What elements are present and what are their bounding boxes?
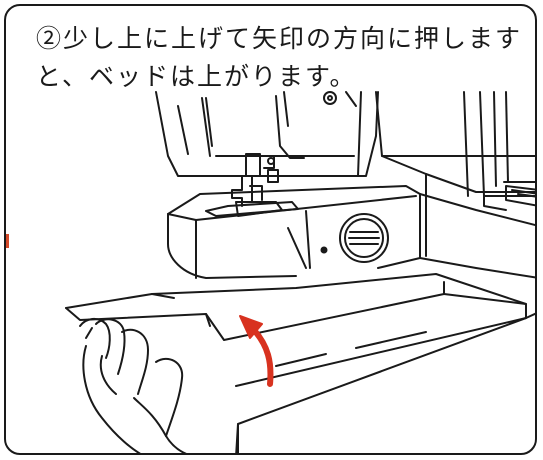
- machine-body: [375, 91, 535, 279]
- machine-head: [155, 91, 379, 177]
- free-arm-bed: [167, 185, 421, 279]
- margin-mark: [6, 234, 9, 248]
- caption-line-1: ②少し上に上げて矢印の方向に押します: [36, 24, 523, 53]
- hand: [79, 318, 187, 453]
- extension-table: [65, 273, 535, 453]
- caption-line-2: と、ベッドは上がります。: [36, 62, 357, 91]
- curved-up-arrow-icon: [239, 315, 274, 387]
- instruction-caption: ②少し上に上げて矢印の方向に押します と、ベッドは上がります。: [36, 20, 535, 96]
- instruction-panel: ②少し上に上げて矢印の方向に押します と、ベッドは上がります。: [4, 4, 537, 455]
- presser-foot: [231, 153, 283, 217]
- sewing-machine-illustration: [65, 91, 535, 453]
